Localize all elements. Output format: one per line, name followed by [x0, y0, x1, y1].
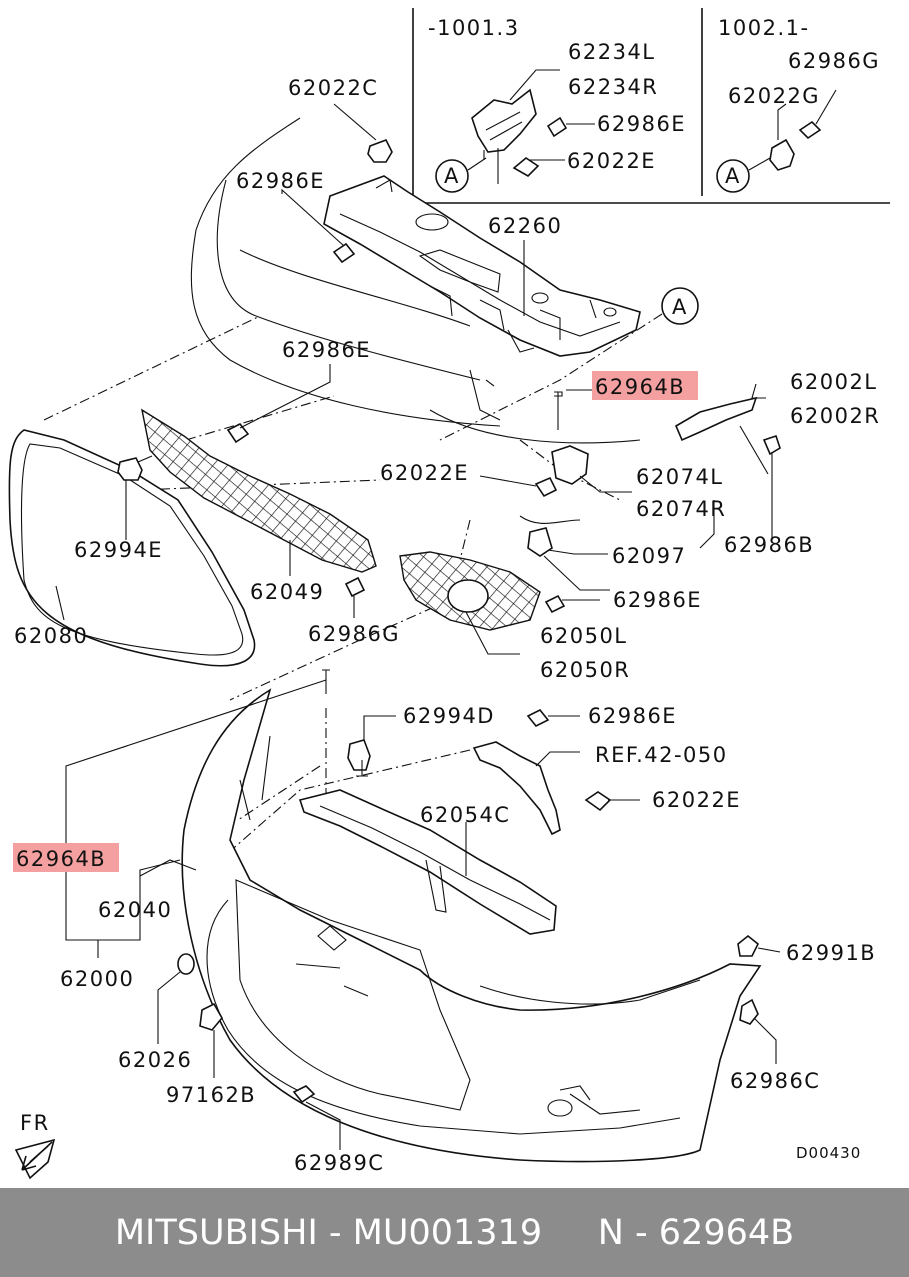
label-62989C: 62989C [294, 1151, 384, 1175]
label-62074L: 62074L [636, 465, 724, 489]
screw-62986E-top [332, 242, 356, 264]
clip-62022C [367, 138, 393, 163]
label-62986C: 62986C [730, 1069, 820, 1093]
label-62022C: 62022C [288, 76, 378, 100]
bracket-ref-42-050 [472, 741, 561, 836]
screw-62986G-box [798, 120, 822, 140]
highlight-62964B-left [13, 843, 119, 872]
bolt-62994D [347, 739, 371, 771]
label-62022E-box: 62022E [567, 149, 656, 173]
clip-icon [512, 157, 540, 177]
label-62260: 62260 [488, 214, 562, 238]
label-62994D: 62994D [403, 704, 495, 728]
nut-62994E [117, 457, 143, 481]
upper-support-62260 [323, 175, 641, 357]
label-62964B-left: 62964B [16, 847, 106, 871]
label-62097: 62097 [612, 544, 686, 568]
label-62040: 62040 [98, 898, 172, 922]
label-62986E-lower: 62986E [613, 588, 702, 612]
label-62994E: 62994E [74, 538, 163, 562]
screw-62986C [739, 998, 759, 1025]
mesh-grille-62049 [140, 408, 377, 573]
body-outline [190, 117, 641, 444]
variant-right-label: 1002.1- [718, 16, 810, 40]
clip-62022G [769, 138, 795, 171]
label-62080: 62080 [14, 624, 88, 648]
screw-62986B [762, 434, 781, 456]
label-62022E-b: 62022E [652, 788, 741, 812]
label-62234L: 62234L [568, 40, 656, 64]
variant-inset-boxes: -1001.3 1002.1- A A [412, 8, 890, 204]
bumper-cover-62040 [181, 688, 762, 1163]
variant-left-label: -1001.3 [428, 16, 520, 40]
footer-bar: MITSUBISHI - MU001319 N - 62964B [0, 1188, 909, 1277]
screw-62986E-lower [544, 594, 566, 614]
bracket-62002 [674, 396, 758, 442]
ref-a-left: A [444, 164, 460, 188]
clip-62097 [527, 527, 553, 557]
label-62022G: 62022G [728, 84, 820, 108]
label-62234R: 62234R [568, 75, 658, 99]
label-62074R: 62074R [636, 497, 726, 521]
label-62986E-b: 62986E [588, 704, 677, 728]
front-arrow-icon [14, 1138, 56, 1180]
label-62991B: 62991B [786, 941, 876, 965]
clip-62022E-mid [534, 476, 558, 498]
screw-icon [546, 116, 568, 138]
bracket-62074 [551, 445, 589, 485]
label-62986E-top: 62986E [236, 169, 325, 193]
clip-97162B [199, 1002, 223, 1031]
label-62986E-box: 62986E [597, 112, 686, 136]
label-62054C: 62054C [420, 803, 510, 827]
ref-a-right: A [725, 164, 741, 188]
label-62026: 62026 [118, 1048, 192, 1072]
clip-62991B [737, 934, 760, 957]
label-62000: 62000 [60, 967, 134, 991]
footer-text: MITSUBISHI - MU001319 N - 62964B [114, 1212, 795, 1253]
clip-62986G [344, 576, 366, 598]
front-label: FR [20, 1111, 50, 1135]
label-62002R: 62002R [790, 404, 880, 428]
ref-a-main: A [672, 295, 688, 319]
screw-62986E-mid [226, 422, 250, 444]
label-62986G-box: 62986G [788, 49, 880, 73]
label-62986E-mid: 62986E [282, 338, 371, 362]
reinforcement-62054C [298, 789, 557, 935]
clip-62989C [292, 1085, 316, 1104]
label-62986B: 62986B [724, 533, 814, 557]
highlight-62964B-top [592, 371, 698, 400]
label-62022E-mid: 62022E [380, 461, 469, 485]
label-62050R: 62050R [540, 658, 630, 682]
label-62002L: 62002L [790, 370, 878, 394]
plug-62026 [177, 953, 195, 975]
clip-62022E-b [584, 791, 612, 812]
label-62049: 62049 [250, 580, 324, 604]
label-62964B-top: 62964B [595, 375, 685, 399]
label-62986G: 62986G [308, 622, 400, 646]
parts-diagram: -1001.3 1002.1- A A [8, 8, 890, 1180]
drawing-code: D00430 [796, 1144, 861, 1162]
screw-62986E-b [526, 708, 550, 728]
label-97162B: 97162B [166, 1083, 256, 1107]
label-62050L: 62050L [540, 624, 628, 648]
label-ref-42-050: REF.42-050 [595, 743, 728, 767]
